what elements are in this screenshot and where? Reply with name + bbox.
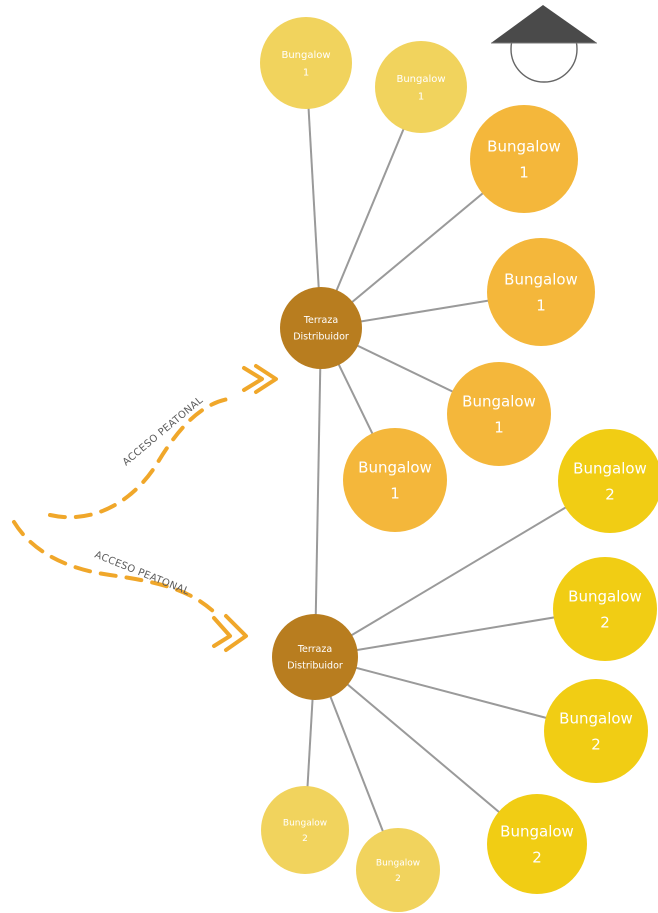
node-hub-top-circle [280, 287, 362, 369]
node-bungalow-b1: Bungalow 1 [260, 17, 352, 109]
node-bungalow-b4-label-2: 1 [536, 297, 546, 315]
sun-path-icon [491, 5, 597, 83]
node-bungalow-b3: Bungalow 1 [470, 105, 578, 213]
pedestrian-access-bottom: ACCESO PEATONAL [12, 520, 248, 652]
node-bungalow-b2-circle [375, 41, 467, 133]
node-bungalow-b3-circle [470, 105, 578, 213]
node-bungalow-b10: Bungalow 2 [487, 794, 587, 894]
node-bungalow-b3-label-1: Bungalow [487, 138, 561, 156]
node-bungalow-b9-label-1: Bungalow [559, 710, 633, 728]
node-bungalow-b4: Bungalow 1 [487, 238, 595, 346]
node-bungalow-b7-label-2: 2 [605, 486, 615, 504]
node-bungalow-b4-label-1: Bungalow [504, 271, 578, 289]
node-bungalow-b6-label-2: 1 [390, 485, 400, 503]
node-bungalow-b12: Bungalow 2 [356, 828, 440, 912]
node-bungalow-b7-label-1: Bungalow [573, 460, 647, 478]
node-bungalow-b12-label-1: Bungalow [376, 858, 420, 868]
node-hub-bottom-circle [272, 614, 358, 700]
node-bungalow-b11-label-1: Bungalow [283, 818, 327, 828]
chevron-right-icon [242, 366, 264, 392]
node-bungalow-b2-label-1: Bungalow [396, 74, 445, 85]
node-bungalow-b6-label-1: Bungalow [358, 459, 432, 477]
node-bungalow-b11: Bungalow 2 [261, 786, 349, 874]
node-bungalow-b5: Bungalow 1 [447, 362, 551, 466]
node-bungalow-b5-label-1: Bungalow [462, 393, 536, 411]
node-bungalow-b12-label-2: 2 [395, 874, 401, 884]
node-bungalow-b5-circle [447, 362, 551, 466]
node-bungalow-b1-circle [260, 17, 352, 109]
node-bungalow-b12-circle [356, 828, 440, 912]
node-bungalow-b6-circle [343, 428, 447, 532]
node-bungalow-b7: Bungalow 2 [558, 429, 658, 533]
connector-b7 [314, 480, 611, 658]
connector-hub-to-hub [314, 327, 322, 658]
node-bungalow-b8-label-1: Bungalow [568, 588, 642, 606]
node-bungalow-b4-circle [487, 238, 595, 346]
node-bungalow-b1-label-1: Bungalow [281, 50, 330, 61]
node-bungalow-b10-circle [487, 794, 587, 894]
node-bungalow-b7-circle [558, 429, 658, 533]
node-bungalow-b1-label-2: 1 [303, 67, 309, 78]
node-bungalow-b8-circle [553, 557, 657, 661]
node-bungalow-b10-label-2: 2 [532, 849, 542, 867]
node-hub-top-label-1: Terraza [303, 315, 338, 326]
node-bungalow-b11-circle [261, 786, 349, 874]
node-hub-bottom-label-2: Distribuidor [287, 660, 343, 671]
chevron-right-icon [212, 616, 232, 648]
node-bungalow-b10-label-1: Bungalow [500, 823, 574, 841]
node-bungalow-b11-label-2: 2 [302, 834, 308, 844]
node-hub-bottom-label-1: Terraza [297, 644, 332, 655]
node-bungalow-b9-circle [544, 679, 648, 783]
node-bungalow-b9-label-2: 2 [591, 736, 601, 754]
node-bungalow-b2-label-2: 1 [418, 91, 424, 102]
node-bungalow-b3-label-2: 1 [519, 164, 529, 182]
node-bungalow-b8: Bungalow 2 [553, 557, 657, 661]
node-hub-top-label-2: Distribuidor [293, 331, 349, 342]
node-bungalow-b2: Bungalow 1 [375, 41, 467, 133]
node-bungalow-b6: Bungalow 1 [343, 428, 447, 532]
node-bungalow-b5-label-2: 1 [494, 419, 504, 437]
nodes: TerrazaDistribuidorTerrazaDistribuidorBu… [260, 17, 658, 912]
pedestrian-access-top: ACCESO PEATONAL [48, 364, 278, 520]
node-bungalow-b9: Bungalow 2 [544, 679, 648, 783]
node-bungalow-b8-label-2: 2 [600, 614, 610, 632]
